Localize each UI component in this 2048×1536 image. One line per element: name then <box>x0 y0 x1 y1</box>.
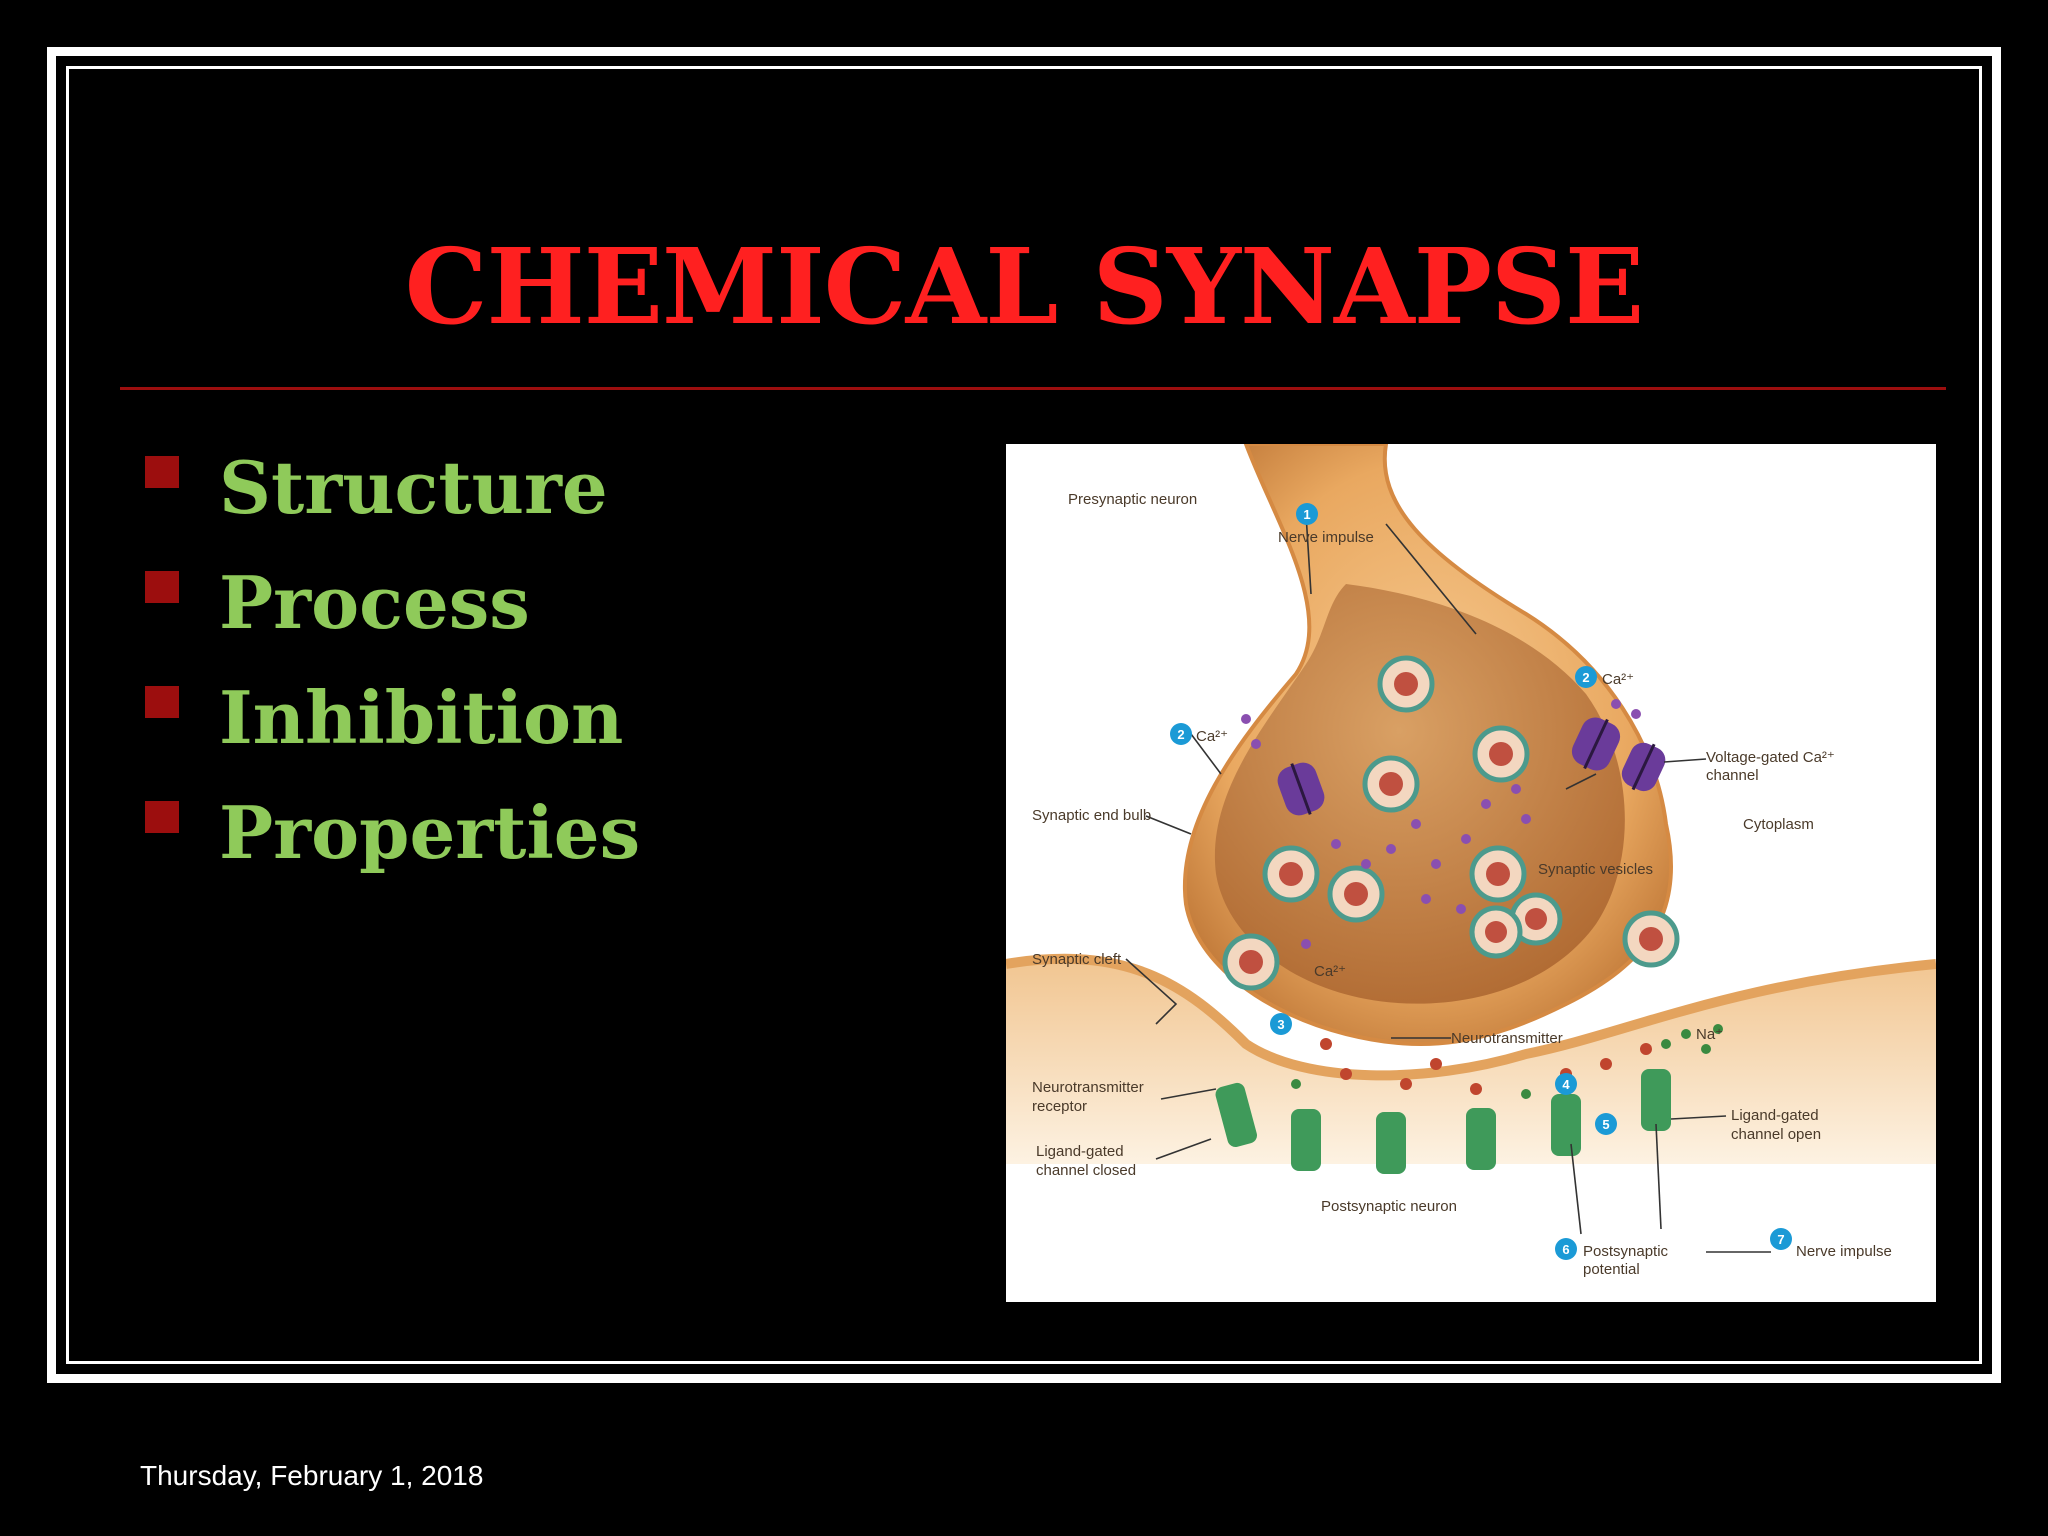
label-ca-bottom: Ca²⁺ <box>1314 963 1346 980</box>
label-lgc-open-1: Ligand-gated <box>1731 1107 1819 1124</box>
step-number: 4 <box>1562 1077 1570 1092</box>
step-number: 2 <box>1177 727 1184 742</box>
slide-title: CHEMICAL SYNAPSE <box>404 225 1645 348</box>
square-bullet-icon <box>145 685 179 718</box>
synapse-illustration: 1 2 2 3 4 5 6 7 Presynaptic neuron Nerve… <box>1006 444 1936 1278</box>
label-lgc-closed-1: Ligand-gated <box>1036 1143 1124 1160</box>
label-na: Na⁺ <box>1696 1026 1723 1043</box>
bullet-item-structure: Structure <box>145 430 640 545</box>
label-nerve-impulse-bottom: Nerve impulse <box>1796 1243 1892 1260</box>
bullet-label: Structure <box>219 445 608 530</box>
step-number-markers: 1 2 2 3 4 5 6 7 <box>1170 503 1792 1260</box>
square-bullet-icon <box>145 455 179 488</box>
label-ca-right: Ca²⁺ <box>1602 671 1634 688</box>
label-synaptic-end-bulb: Synaptic end bulb <box>1032 807 1151 824</box>
square-bullet-icon <box>145 570 179 603</box>
label-postsynaptic-potential-2: potential <box>1583 1261 1640 1278</box>
step-number: 1 <box>1303 507 1310 522</box>
slide-date: Thursday, February 1, 2018 <box>140 1460 484 1491</box>
title-divider <box>120 387 1946 390</box>
square-bullet-icon <box>145 800 179 833</box>
step-number: 7 <box>1777 1232 1784 1247</box>
label-synaptic-vesicles: Synaptic vesicles <box>1538 861 1653 878</box>
label-synaptic-cleft: Synaptic cleft <box>1032 951 1122 968</box>
step-number: 6 <box>1562 1242 1569 1257</box>
ligand-gated-channels <box>1215 1069 1671 1174</box>
slide-outer-frame <box>47 47 2001 1383</box>
bullet-item-properties: Properties <box>145 775 640 890</box>
postsynaptic-edge <box>1006 953 1936 1081</box>
bullet-label: Properties <box>219 790 641 875</box>
label-cytoplasm: Cytoplasm <box>1743 816 1814 833</box>
label-nerve-impulse-top: Nerve impulse <box>1278 529 1374 546</box>
bullet-label: Process <box>219 560 530 645</box>
label-presynaptic-neuron: Presynaptic neuron <box>1068 491 1197 508</box>
bullet-item-inhibition: Inhibition <box>145 660 640 775</box>
label-lgc-open-2: channel open <box>1731 1126 1821 1143</box>
leader-lines <box>1125 513 1771 1253</box>
voltage-gated-channel-right-1 <box>1571 717 1621 771</box>
bullet-list: Structure Process Inhibition Properties <box>145 430 640 890</box>
synapse-diagram: 1 2 2 3 4 5 6 7 Presynaptic neuron Nerve… <box>1006 444 1936 1302</box>
bullet-label: Inhibition <box>219 675 624 760</box>
bullet-item-process: Process <box>145 545 640 660</box>
label-postsynaptic-potential-1: Postsynaptic <box>1583 1243 1669 1260</box>
voltage-gated-channel-right-2 <box>1621 742 1666 792</box>
step-number: 2 <box>1582 670 1589 685</box>
step-number: 5 <box>1602 1117 1609 1132</box>
slide-inner-frame <box>66 66 1982 1364</box>
label-nt-receptor-1: Neurotransmitter <box>1032 1079 1144 1096</box>
label-nt-receptor-2: receptor <box>1032 1098 1087 1115</box>
voltage-gated-channel-left <box>1277 762 1325 816</box>
label-lgc-closed-2: channel closed <box>1036 1162 1136 1179</box>
step-number: 3 <box>1277 1017 1284 1032</box>
label-voltage-gated-2: channel <box>1706 767 1759 784</box>
vesicle-contents <box>1239 672 1663 974</box>
synaptic-vesicles <box>1222 655 1680 991</box>
label-neurotransmitter: Neurotransmitter <box>1451 1030 1563 1047</box>
label-voltage-gated: Voltage-gated Ca²⁺ <box>1706 749 1835 766</box>
calcium-ions <box>1241 699 1641 949</box>
label-ca-left: Ca²⁺ <box>1196 728 1228 745</box>
sodium-ions <box>1291 1024 1723 1099</box>
label-postsynaptic-neuron: Postsynaptic neuron <box>1321 1198 1457 1215</box>
